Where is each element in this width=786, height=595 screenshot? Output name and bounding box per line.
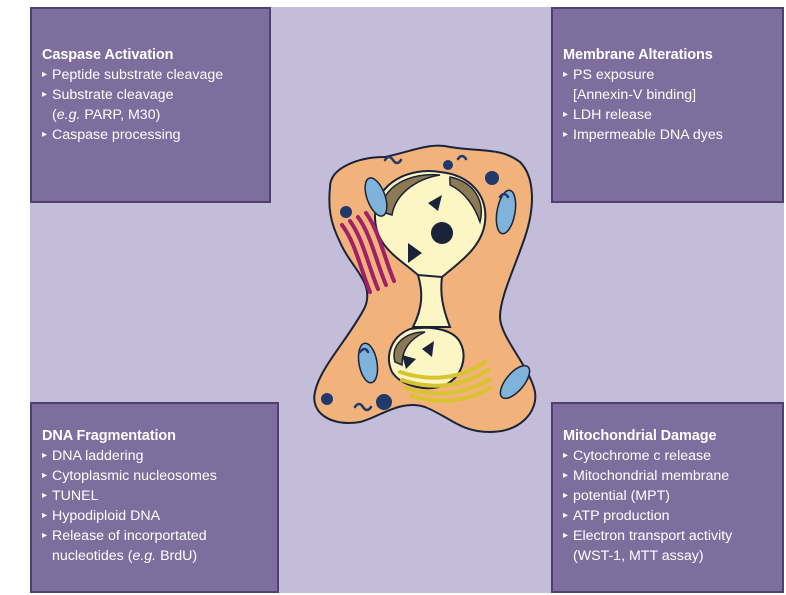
list-item-continuation: (e.g. PARP, M30) [42, 105, 261, 125]
list-item: Electron transport activity [563, 526, 774, 546]
list-item: Substrate cleavage [42, 85, 261, 105]
panel-mitochondrial-damage: Mitochondrial Damage Cytochrome c releas… [551, 402, 784, 593]
vesicle [485, 171, 499, 185]
assay-list: Peptide substrate cleavage Substrate cle… [42, 65, 261, 145]
assay-list: DNA laddering Cytoplasmic nucleosomes TU… [42, 446, 269, 566]
assay-list: PS exposure [Annexin-V binding] LDH rele… [563, 65, 774, 145]
assay-list: Cytochrome c release Mitochondrial membr… [563, 446, 774, 566]
list-item-continuation: (WST-1, MTT assay) [563, 546, 774, 566]
list-item: Cytoplasmic nucleosomes [42, 466, 269, 486]
vesicle [443, 160, 453, 170]
panel-title: Mitochondrial Damage [563, 428, 774, 444]
list-item: Impermeable DNA dyes [563, 125, 774, 145]
list-item-continuation: [Annexin-V binding] [563, 85, 774, 105]
list-item: TUNEL [42, 486, 269, 506]
panel-title: DNA Fragmentation [42, 428, 269, 444]
vesicle [376, 394, 392, 410]
diagram-canvas: Caspase Activation Peptide substrate cle… [30, 7, 784, 593]
panel-membrane-alterations: Membrane Alterations PS exposure [Annexi… [551, 7, 784, 203]
list-item: DNA laddering [42, 446, 269, 466]
list-item: potential (MPT) [563, 486, 774, 506]
panel-title: Membrane Alterations [563, 47, 774, 63]
list-item: LDH release [563, 105, 774, 125]
condensed-chromatin-blob [431, 222, 453, 244]
list-item: Caspase processing [42, 125, 261, 145]
list-item: Hypodiploid DNA [42, 506, 269, 526]
vesicle [340, 206, 352, 218]
vesicle [321, 393, 333, 405]
list-item: PS exposure [563, 65, 774, 85]
list-item: Mitochondrial membrane [563, 466, 774, 486]
panel-caspase-activation: Caspase Activation Peptide substrate cle… [30, 7, 271, 203]
panel-dna-fragmentation: DNA Fragmentation DNA laddering Cytoplas… [30, 402, 279, 593]
list-item: Release of incorportated [42, 526, 269, 546]
panel-title: Caspase Activation [42, 47, 261, 63]
list-item: Cytochrome c release [563, 446, 774, 466]
list-item: Peptide substrate cleavage [42, 65, 261, 85]
list-item-continuation: nucleotides (e.g. BrdU) [42, 546, 269, 566]
list-item: ATP production [563, 506, 774, 526]
